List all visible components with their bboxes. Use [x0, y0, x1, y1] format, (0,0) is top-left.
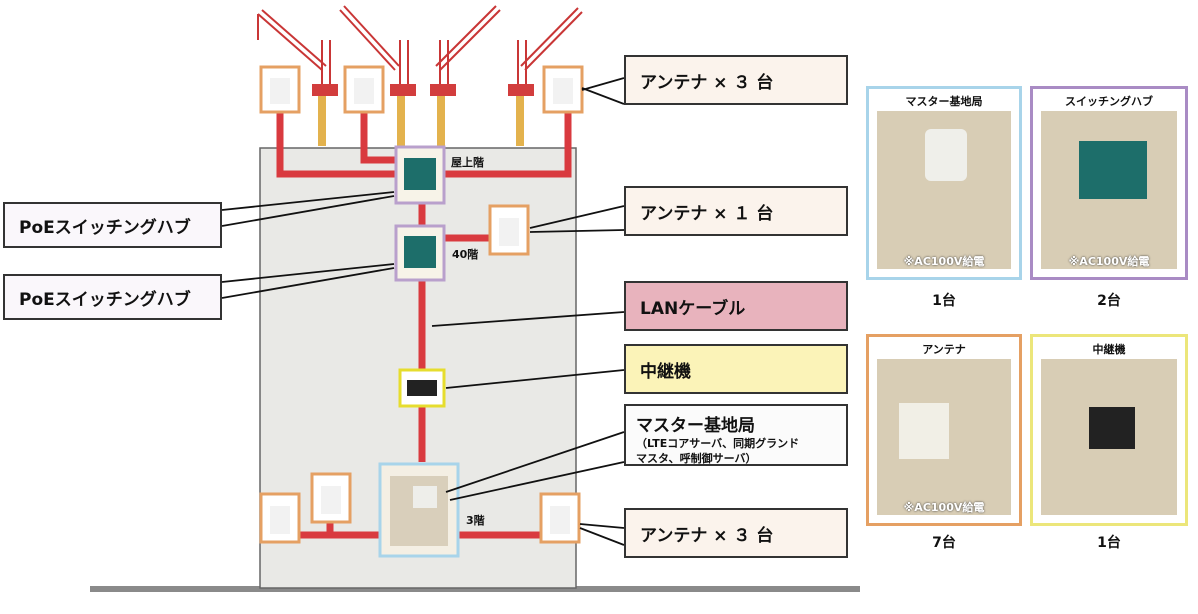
equipment-card-hub: スイッチングハブ ※AC100V給電 — [1030, 86, 1188, 280]
master-callout-title: マスター基地局 — [636, 416, 755, 436]
antenna-40f-callout: アンテナ × １ 台 — [624, 186, 848, 236]
equipment-photo-hub — [1041, 111, 1177, 269]
antenna-40f — [488, 204, 530, 256]
master-callout-sub-2: マスタ、呼制御サーバ） — [636, 452, 757, 465]
lan-cable-callout: LANケーブル — [624, 281, 848, 331]
relay-callout: 中継機 — [624, 344, 848, 394]
equipment-note-hub: ※AC100V給電 — [1068, 255, 1150, 268]
equipment-card-relay: 中継機 — [1030, 334, 1188, 526]
relay-unit — [398, 368, 446, 408]
equipment-photo-master — [877, 111, 1011, 269]
antenna-3f-1 — [259, 492, 301, 544]
floor-label-40f: 40階 — [452, 247, 478, 261]
antenna-3f-3 — [539, 492, 581, 544]
poe-hub-roof — [394, 145, 446, 205]
antenna-roof-1 — [259, 65, 301, 114]
antenna-roof-2 — [343, 65, 385, 114]
antenna-roof-3 — [542, 65, 584, 114]
poe-hub-callout-1: PoEスイッチングハブ — [3, 202, 222, 248]
equipment-card-antenna: アンテナ ※AC100V給電 — [866, 334, 1022, 526]
equipment-photo-relay — [1041, 359, 1177, 515]
poe-hub-callout-2: PoEスイッチングハブ — [3, 274, 222, 320]
equipment-count-relay: 1台 — [1097, 535, 1121, 551]
crane-3 — [430, 5, 501, 146]
poe-hub-40f — [394, 224, 446, 282]
equipment-count-hub: 2台 — [1097, 293, 1121, 309]
antenna-3f-2 — [310, 472, 352, 524]
master-base-station — [378, 462, 460, 558]
crane-2 — [339, 5, 416, 146]
crane-4 — [508, 7, 583, 146]
equipment-note-master: ※AC100V給電 — [903, 255, 985, 268]
equipment-photo-antenna — [877, 359, 1011, 515]
master-callout-sub-1: （LTEコアサーバ、同期グランド — [636, 437, 800, 450]
equipment-card-master: マスター基地局 ※AC100V給電 — [866, 86, 1022, 280]
equipment-note-antenna: ※AC100V給電 — [903, 501, 985, 514]
equipment-caption-relay: 中継機 — [1092, 343, 1126, 356]
equipment-count-master: 1台 — [932, 293, 956, 309]
antenna-3f-callout: アンテナ × ３ 台 — [624, 508, 848, 558]
crane-1 — [257, 9, 338, 146]
master-callout: マスター基地局 （LTEコアサーバ、同期グランド マスタ、呼制御サーバ） — [624, 404, 848, 466]
equipment-caption-antenna: アンテナ — [922, 343, 966, 356]
ground-line — [90, 586, 860, 592]
equipment-count-antenna: 7台 — [932, 535, 956, 551]
leader-lines — [221, 77, 625, 546]
floor-label-3f: 3階 — [466, 513, 485, 527]
equipment-caption-master: マスター基地局 — [905, 95, 983, 108]
antenna-roof-callout: アンテナ × ３ 台 — [624, 55, 848, 105]
floor-label-roof: 屋上階 — [451, 155, 484, 169]
equipment-caption-hub: スイッチングハブ — [1065, 95, 1153, 108]
